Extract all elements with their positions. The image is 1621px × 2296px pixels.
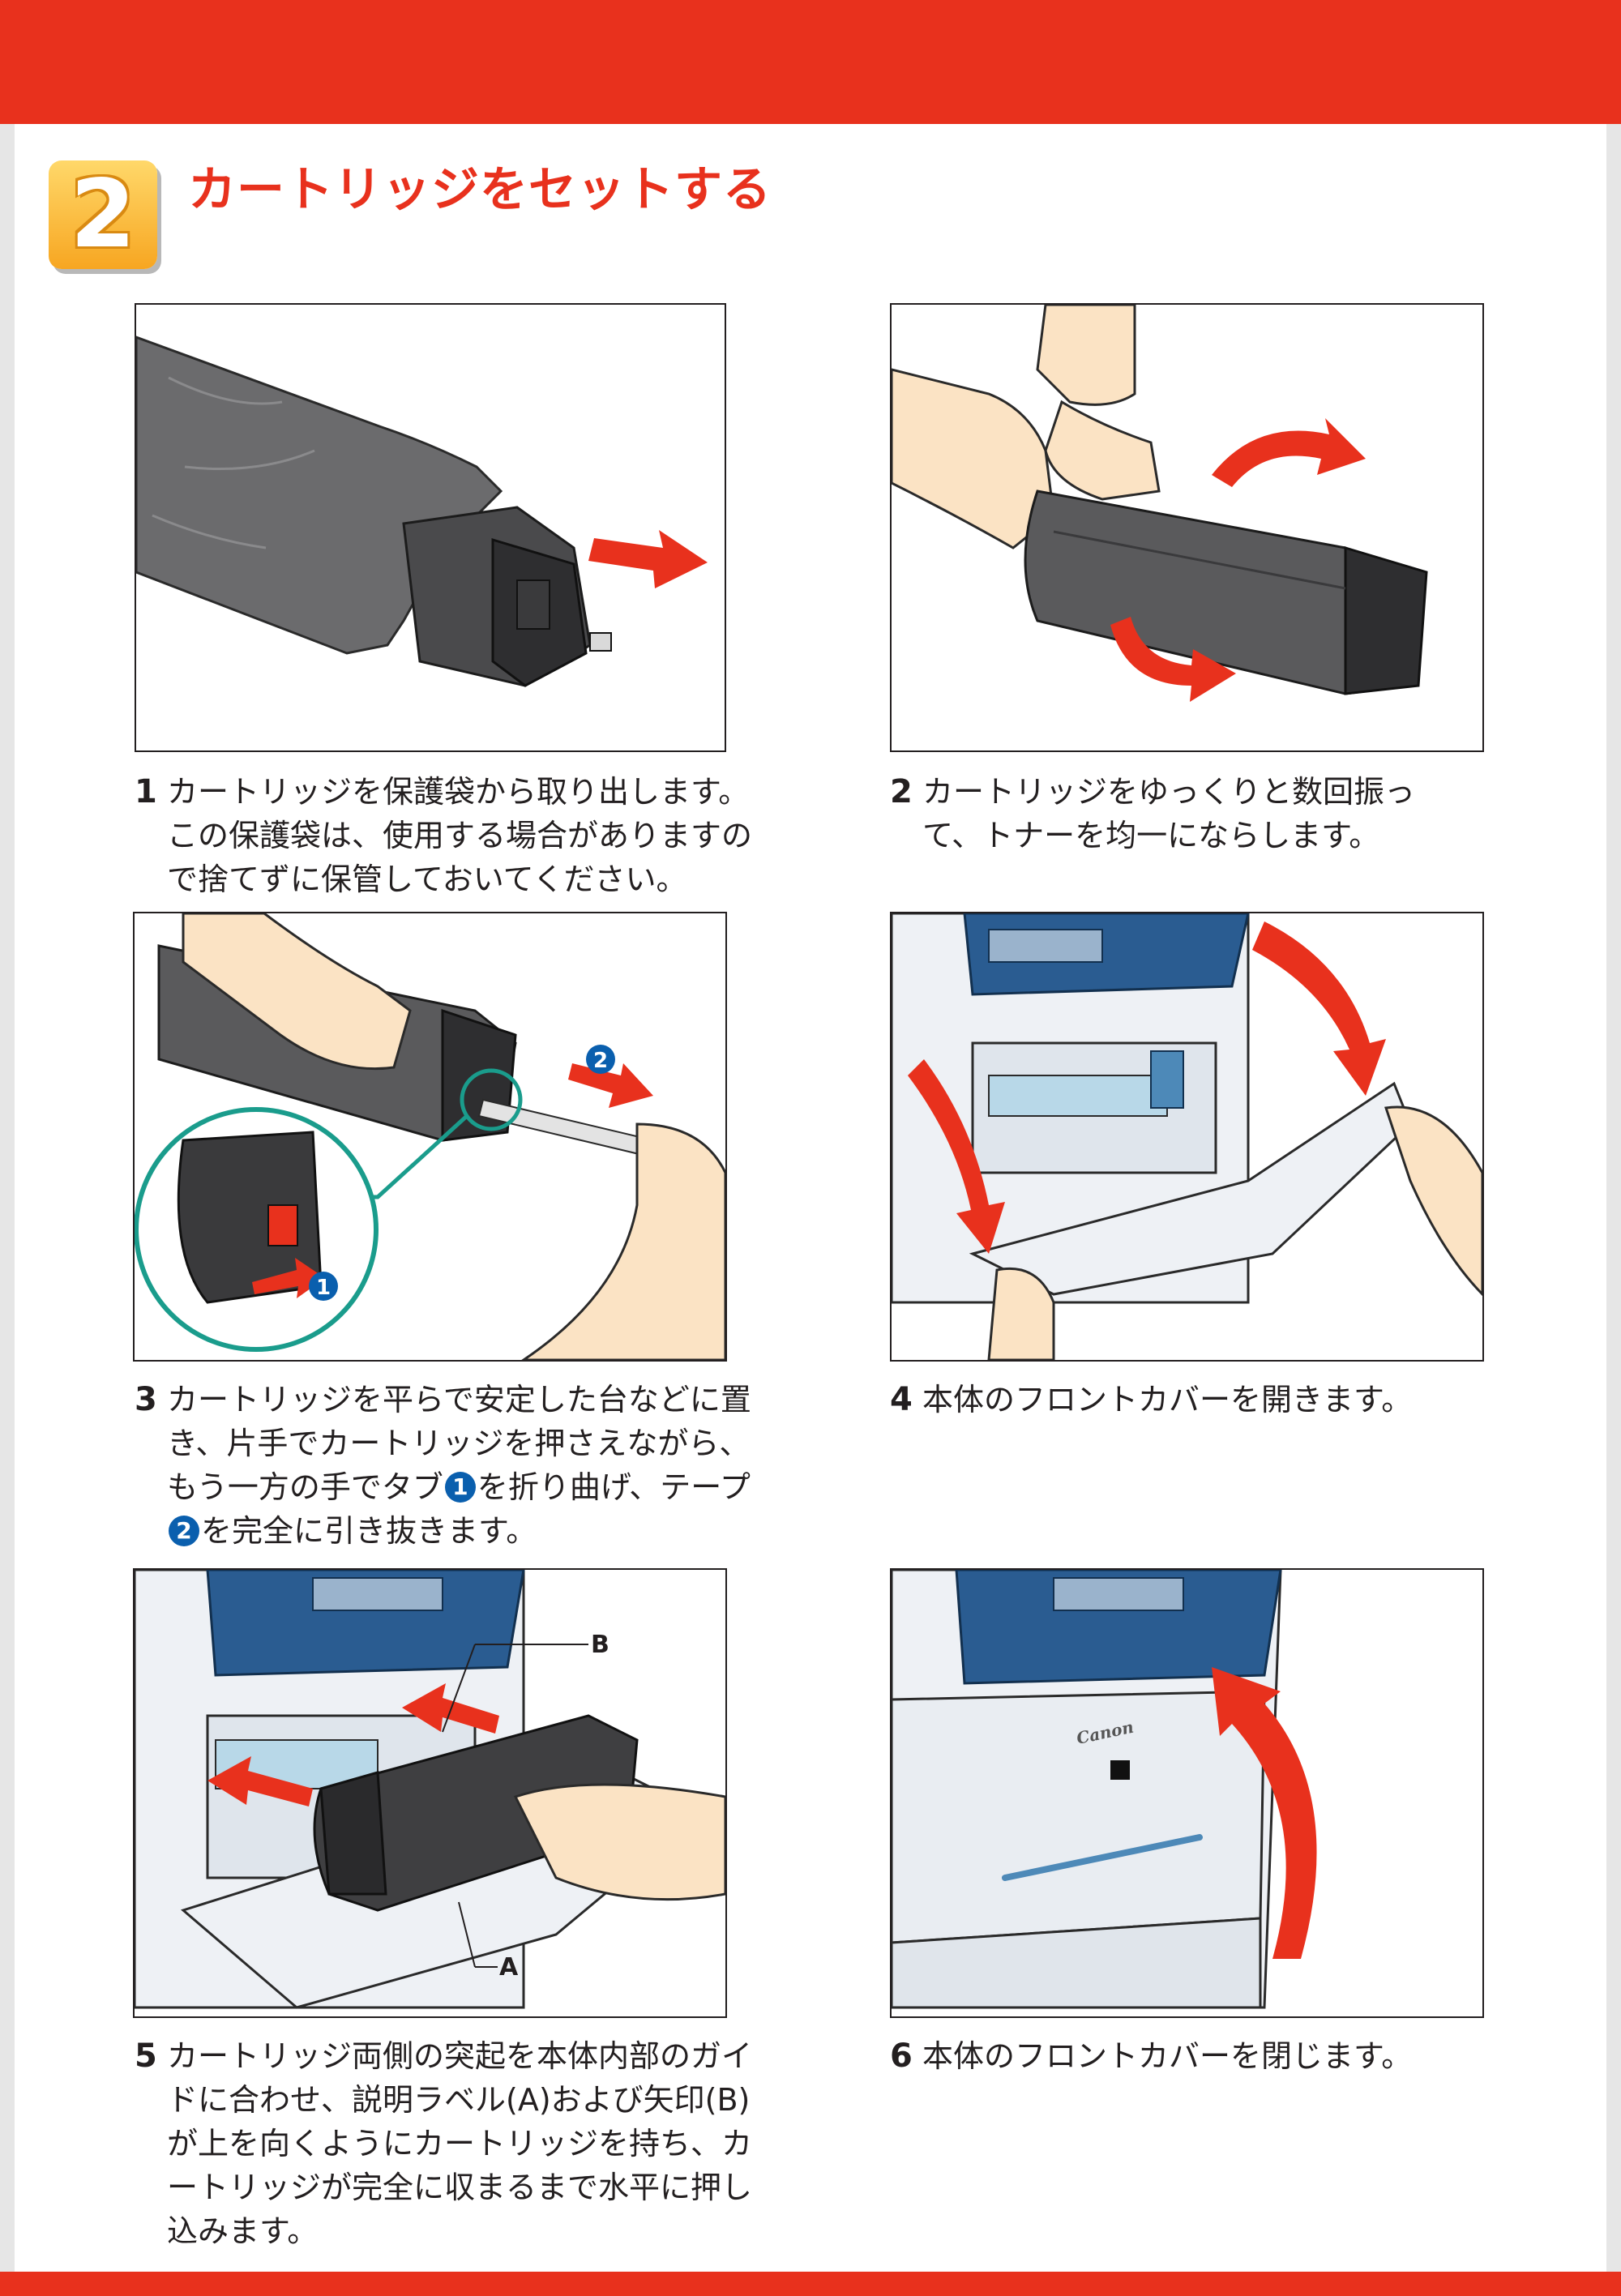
top-red-band: [0, 0, 1621, 124]
step-5-caption: 5 カートリッジ両側の突起を本体内部のガイドに合わせ、説明ラベル(A)および矢印…: [135, 2034, 775, 2253]
step-5-number: 5: [135, 2037, 157, 2075]
step-3-text-b: を折り曲げ、テープ: [477, 1469, 751, 1505]
right-margin-strip: [1606, 124, 1621, 2272]
step-2-number: 2: [890, 773, 913, 810]
step-1-number: 1: [135, 773, 157, 810]
left-margin-strip: [0, 124, 15, 2272]
step-3-text: カートリッジを平らで安定した台などに置き、片手でカートリッジを押さえながら、もう…: [135, 1378, 775, 1553]
callout-label-b: B: [591, 1631, 609, 1659]
bottom-red-band: [0, 2272, 1621, 2296]
step-3-number: 3: [135, 1381, 157, 1418]
illustration-step-3-drawing: 1 2: [135, 913, 725, 1360]
callout-label-a: A: [499, 1953, 519, 1982]
illustration-step-6: Canon: [890, 1568, 1484, 2018]
marker-2-tape: 2: [593, 1049, 608, 1073]
step-2-text: カートリッジをゆっくりと数回振って、トナーを均一にならします。: [922, 774, 1416, 853]
illustration-step-4-drawing: [892, 913, 1482, 1360]
illustration-step-4: [890, 912, 1484, 1362]
section-number-badge: 2: [49, 160, 157, 269]
section-number: 2: [70, 160, 136, 269]
illustration-step-3: 1 2: [133, 912, 727, 1362]
marker-1-tab: 1: [316, 1276, 331, 1300]
illustration-step-5: A B: [133, 1568, 727, 2018]
step-1-text: カートリッジを保護袋から取り出します。この保護袋は、使用する場合がありますので捨…: [167, 774, 753, 897]
step-4-caption: 4 本体のフロントカバーを開きます。: [890, 1378, 1457, 1422]
step-4-text: 本体のフロントカバーを開きます。: [922, 1382, 1413, 1417]
illustration-step-1-drawing: [136, 336, 708, 687]
step-3-caption: 3 カートリッジを平らで安定した台などに置き、片手でカートリッジを押さえながら、…: [135, 1378, 775, 1553]
illustration-step-5-drawing: A B: [135, 1570, 725, 2009]
illustration-step-2: [890, 303, 1484, 752]
illustration-step-6-drawing: Canon: [892, 1570, 1317, 2009]
illustration-step-1: [135, 303, 726, 752]
section-title: カートリッジをセットする: [188, 161, 772, 217]
marker-2-badge: 2: [169, 1516, 199, 1546]
step-6-number: 6: [890, 2037, 913, 2075]
step-2-caption: 2 カートリッジをゆっくりと数回振って、トナーを均一にならします。: [890, 770, 1457, 857]
step-3-text-a: カートリッジを平らで安定した台などに置き、片手でカートリッジを押さえながら、もう…: [167, 1382, 751, 1505]
illustration-step-2-drawing: [892, 305, 1428, 702]
step-6-caption: 6 本体のフロントカバーを閉じます。: [890, 2034, 1457, 2078]
step-1-caption: 1 カートリッジを保護袋から取り出します。この保護袋は、使用する場合がありますの…: [135, 770, 775, 901]
step-3-text-c: を完全に引き抜きます。: [201, 1513, 537, 1549]
marker-1-badge: 1: [444, 1472, 476, 1503]
step-5-text: カートリッジ両側の突起を本体内部のガイドに合わせ、説明ラベル(A)および矢印(B…: [167, 2038, 753, 2249]
step-4-number: 4: [890, 1381, 913, 1418]
step-6-text: 本体のフロントカバーを閉じます。: [922, 2038, 1413, 2074]
